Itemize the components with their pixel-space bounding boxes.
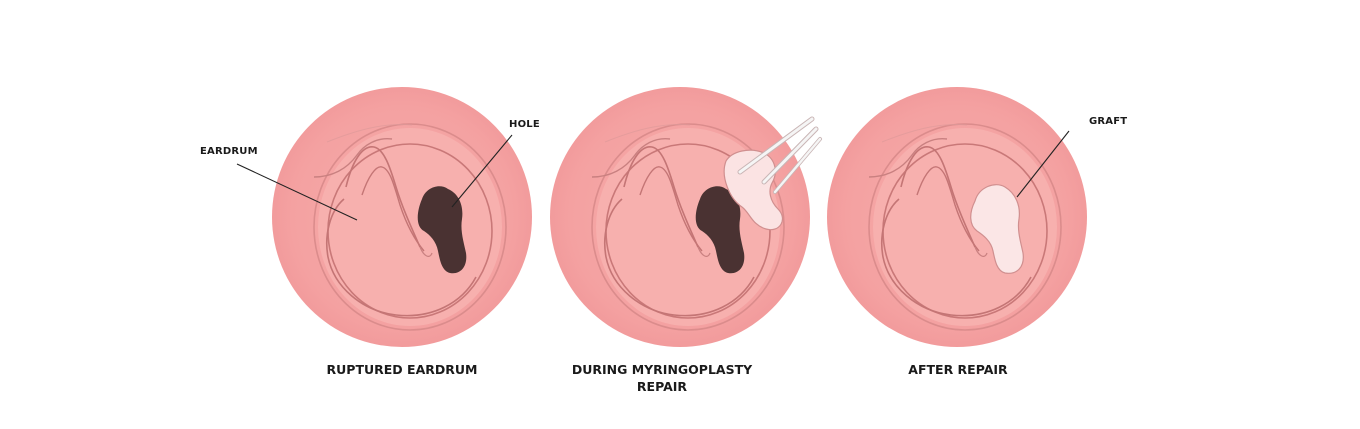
caption-line: DURING MYRINGOPLASTY: [571, 362, 753, 377]
caption-line: AFTER REPAIR: [908, 362, 1008, 377]
caption-during-myringoplasty: DURING MYRINGOPLASTY REPAIR: [532, 361, 792, 395]
leader-line-hole: [451, 134, 513, 208]
callout-hole: HOLE: [509, 119, 540, 130]
leader-line-eardrum: [236, 163, 358, 221]
panel-ruptured-eardrum: [236, 86, 533, 348]
caption-line: RUPTURED EARDRUM: [326, 362, 478, 377]
eardrum-illustration: [826, 86, 1088, 348]
panel-after-repair: [826, 86, 1088, 348]
caption-after-repair: AFTER REPAIR: [828, 361, 1088, 378]
leader-line-graft: [1016, 130, 1070, 198]
forceps-icon: [737, 116, 822, 194]
panel-during-myringoplasty: [549, 86, 822, 348]
callout-graft: GRAFT: [1089, 116, 1128, 127]
caption-ruptured-eardrum: RUPTURED EARDRUM: [272, 361, 532, 378]
eardrum-illustration: [271, 86, 533, 348]
hole-perforation: [417, 186, 467, 274]
callout-eardrum: EARDRUM: [200, 146, 258, 157]
caption-line: REPAIR: [636, 379, 688, 394]
hole-perforation: [695, 186, 745, 274]
graft-patch: [970, 184, 1024, 274]
